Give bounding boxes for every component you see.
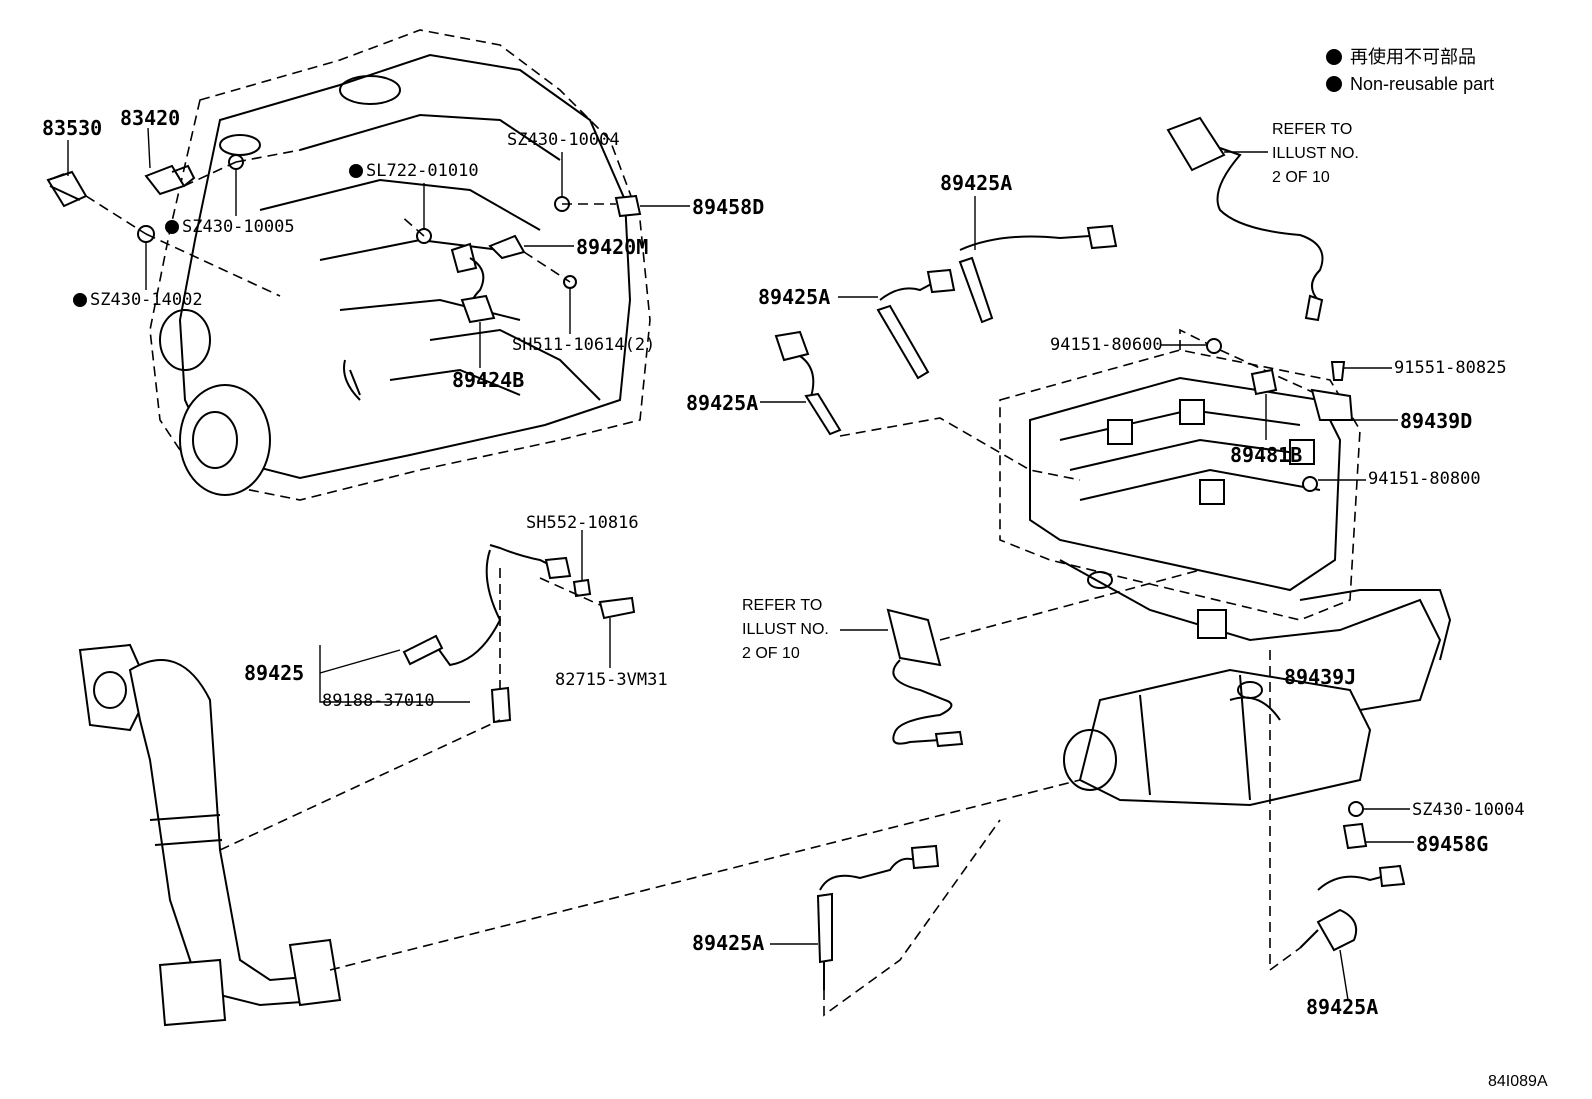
part-label-89425a-bottom-mid: 89425A [692, 931, 764, 955]
legend-item-en: Non-reusable part [1350, 74, 1494, 94]
part-label-89481b: 89481B [1230, 443, 1302, 467]
part-label-sz430-10004-top: SZ430-10004 [507, 130, 620, 150]
refer-note-line: ILLUST NO. [1272, 145, 1359, 162]
bolt-91551-80825 [1330, 361, 1346, 381]
nut-94151-80800 [1302, 476, 1318, 492]
engine-block [149, 29, 651, 501]
switch-83420 [144, 164, 196, 196]
sensor-89425a-left [774, 330, 842, 436]
refer-note-line: REFER TO [1272, 121, 1352, 138]
bolt-sh552 [572, 578, 592, 598]
non-reusable-dot-icon [165, 220, 179, 234]
part-label-89439d: 89439D [1400, 409, 1472, 433]
refer-note-line: REFER TO [742, 597, 822, 614]
sensor-89425a-bottom-right [1269, 650, 1406, 1001]
bracket-89439d [1310, 388, 1354, 421]
part-label-89188-37010: 89188-37010 [322, 691, 435, 711]
sensor-89424b-head [450, 242, 478, 274]
exhaust-pipe [78, 643, 1081, 1027]
sensor-89424b-connector [460, 294, 496, 324]
sensor-89425 [319, 530, 636, 724]
part-label-sz430-14002: SZ430-14002 [90, 290, 203, 310]
part-label-89458g: 89458G [1416, 832, 1488, 856]
refer-note-line: 2 OF 10 [1272, 169, 1330, 186]
part-label-94151-80600: 94151-80600 [1050, 335, 1163, 355]
part-label-91551-80825: 91551-80825 [1394, 358, 1507, 378]
nut-94151-80600 [1206, 338, 1222, 354]
part-label-83420: 83420 [120, 106, 180, 130]
part-label-89425a-upper: 89425A [940, 171, 1012, 195]
sensor-module-mid [840, 569, 1201, 748]
sensor-89481b [1250, 368, 1278, 396]
sensor-89458g [1342, 822, 1368, 850]
part-label-89439j: 89439J [1284, 665, 1356, 689]
refer-note-2: REFER TO ILLUST NO. 2 OF 10 [742, 597, 829, 662]
part-labels: 83530 83420 SZ430-10005 SZ430-14002 SL72… [42, 106, 1548, 1090]
gasket-sz430-10004-bot [1348, 801, 1364, 817]
part-label-89425a-bottom-right: 89425A [1306, 995, 1378, 1019]
part-label-89425a-mid: 89425A [758, 285, 830, 309]
refer-note-line: ILLUST NO. [742, 621, 829, 638]
sensor-89420m [488, 234, 526, 260]
sensor-89425a-upper [958, 224, 1118, 324]
bracket-82715 [598, 596, 636, 620]
part-label-89424b: 89424B [452, 368, 524, 392]
figure-id: 84I089A [1488, 1073, 1548, 1090]
part-label-94151-80800: 94151-80800 [1368, 469, 1481, 489]
refer-note-1: REFER TO ILLUST NO. 2 OF 10 [1272, 121, 1359, 186]
legend: 再使用不可部品 Non-reusable part [1326, 47, 1494, 94]
part-label-83530: 83530 [42, 116, 102, 140]
sensor-89458d [614, 194, 642, 218]
non-reusable-dot-icon [1326, 49, 1342, 65]
part-label-89425a-left: 89425A [686, 391, 758, 415]
non-reusable-dot-icon [73, 293, 87, 307]
part-label-89420m: 89420M [576, 235, 648, 259]
part-label-sl722-01010: SL722-01010 [366, 161, 479, 181]
sensor-module-top-right [1166, 116, 1324, 322]
sensor-83530 [46, 170, 88, 208]
refer-note-line: 2 OF 10 [742, 645, 800, 662]
non-reusable-dot-icon [1326, 76, 1342, 92]
part-label-89458d: 89458D [692, 195, 764, 219]
clamp-89188 [490, 686, 512, 724]
part-label-sz430-10004-bot: SZ430-10004 [1412, 800, 1525, 820]
part-label-sh511-10614: SH511-10614(2) [512, 335, 655, 355]
part-label-sh552-10816: SH552-10816 [526, 513, 639, 533]
part-label-sz430-10005: SZ430-10005 [182, 217, 295, 237]
part-label-82715-3vm31: 82715-3VM31 [555, 670, 668, 690]
legend-item-jp: 再使用不可部品 [1350, 47, 1476, 67]
engine-assembly-right [999, 349, 1452, 807]
sensor-89425a-bottom-mid [770, 819, 1001, 1017]
part-label-89425: 89425 [244, 661, 304, 685]
sensor-89425a-mid [876, 268, 956, 380]
non-reusable-dot-icon [349, 164, 363, 178]
